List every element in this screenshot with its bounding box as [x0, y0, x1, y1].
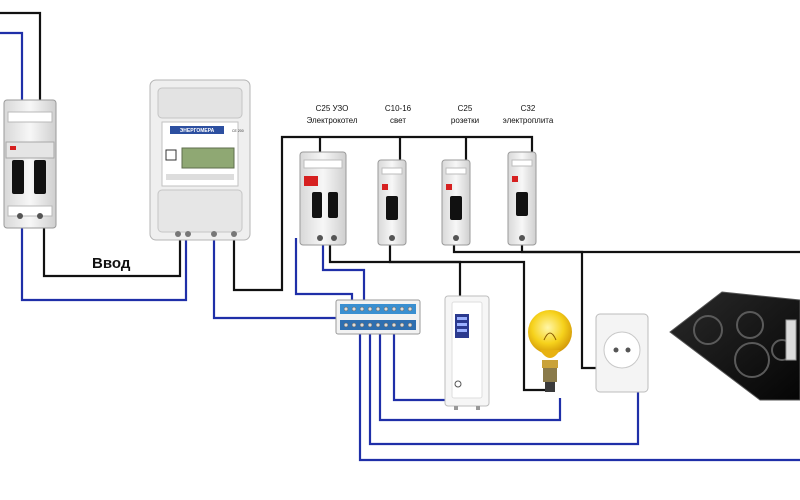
electricity-meter-icon: ЭНЕРГОМЕРА CE 200 [149, 79, 251, 241]
breaker-2-rating: C10-16 [385, 104, 412, 113]
double-pole-breaker-icon [3, 99, 57, 229]
rcd-breaker-icon [299, 151, 347, 246]
breaker-2-purpose: свет [390, 116, 406, 125]
circuit-breaker-sockets-icon [441, 159, 471, 246]
cooktop-icon [669, 291, 800, 401]
breaker-1-purpose: Электрокотел [306, 116, 357, 125]
meter-brand-label: ЭНЕРГОМЕРА [180, 128, 215, 134]
breaker-1-rating: C25 УЗО [316, 104, 349, 113]
breaker-3-rating: C25 [458, 104, 473, 113]
breaker-labels: C25 УЗО Электрокотел C10-16 свет C25 роз… [306, 104, 553, 125]
phase-wires [0, 11, 800, 392]
meter-model-label: CE 200 [232, 129, 244, 133]
breaker-4-purpose: электроплита [503, 116, 554, 125]
neutral-busbar-icon [335, 299, 421, 335]
socket-icon [595, 313, 649, 393]
circuit-breaker-cooker-icon [507, 151, 537, 246]
neutral-wires [0, 31, 800, 462]
input-label: Ввод [92, 255, 131, 272]
circuit-breaker-light-icon [377, 159, 407, 246]
breaker-4-rating: C32 [521, 104, 536, 113]
breaker-3-purpose: розетки [451, 116, 479, 125]
light-bulb-icon [528, 310, 572, 392]
electric-boiler-icon [444, 295, 490, 410]
